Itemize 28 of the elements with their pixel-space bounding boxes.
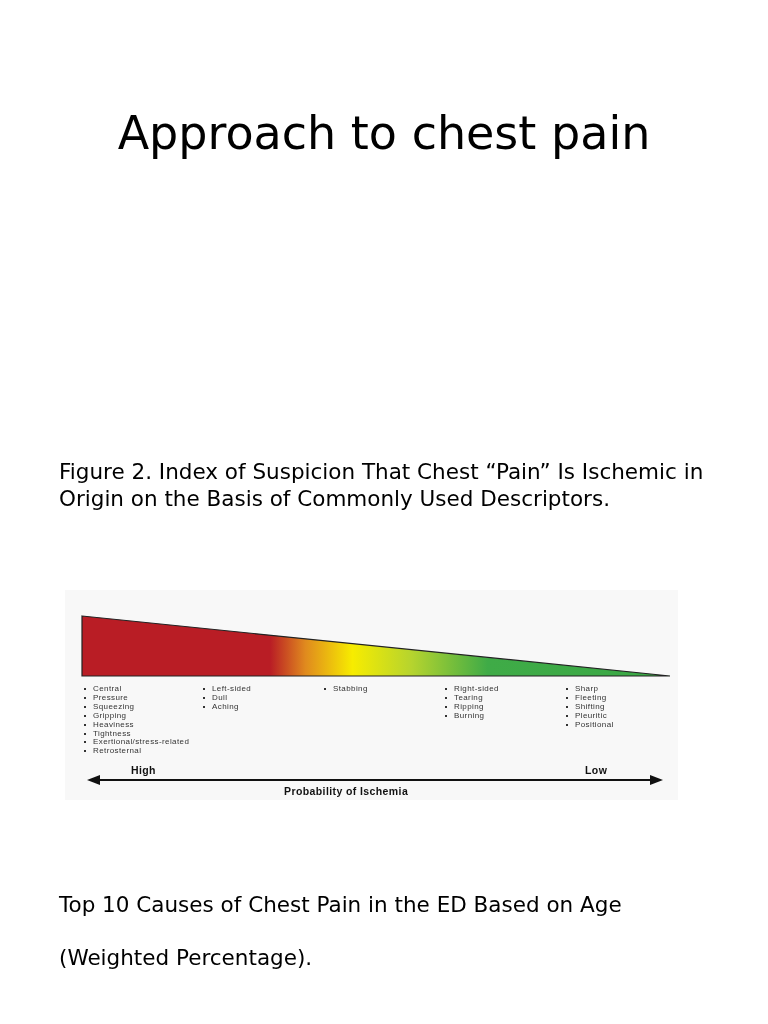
descriptor-text: Exertional/stress-related (93, 737, 190, 747)
descriptor-text: Gripping (93, 710, 127, 720)
descriptor-text: Retrosternal (93, 746, 142, 756)
descriptor-text: Sharp (575, 684, 599, 693)
axis-title: Probability of Ischemia (284, 785, 409, 797)
descriptor-text: Tearing (454, 692, 484, 702)
descriptor-text: Fleeting (575, 692, 607, 702)
descriptor-text: Central (93, 684, 122, 693)
page-title: Approach to chest pain (116, 106, 652, 160)
descriptor-text: Ripping (454, 701, 484, 711)
descriptor-text: Squeezing (93, 701, 135, 711)
figure-caption: Figure 2. Index of Suspicion That Chest “Pain” Is Ischemic in Origin on the Basis of Commonly Used Descriptors. (59, 458, 705, 512)
descriptor-text: Burning (454, 710, 485, 720)
section-heading: Top 10 Causes of Chest Pain in the ED Based on Age (59, 891, 623, 918)
descriptor-text: Heaviness (93, 719, 134, 729)
axis-label: Low (585, 764, 608, 776)
descriptor-text: Stabbing (333, 684, 368, 693)
descriptor-text: Aching (212, 701, 239, 711)
descriptor-text: Positional (575, 719, 614, 729)
descriptor-text: Pressure (93, 692, 129, 702)
descriptor-text: Tightness (93, 728, 131, 738)
descriptor-text: Dull (212, 692, 228, 702)
descriptor-text: Right-sided (454, 684, 499, 693)
section-heading: (Weighted Percentage). (59, 944, 314, 971)
descriptor-text: Pleuritic (575, 710, 608, 720)
axis-label: High (131, 764, 156, 776)
descriptor-text: Left-sided (212, 684, 252, 693)
descriptor-text: Shifting (575, 701, 605, 711)
